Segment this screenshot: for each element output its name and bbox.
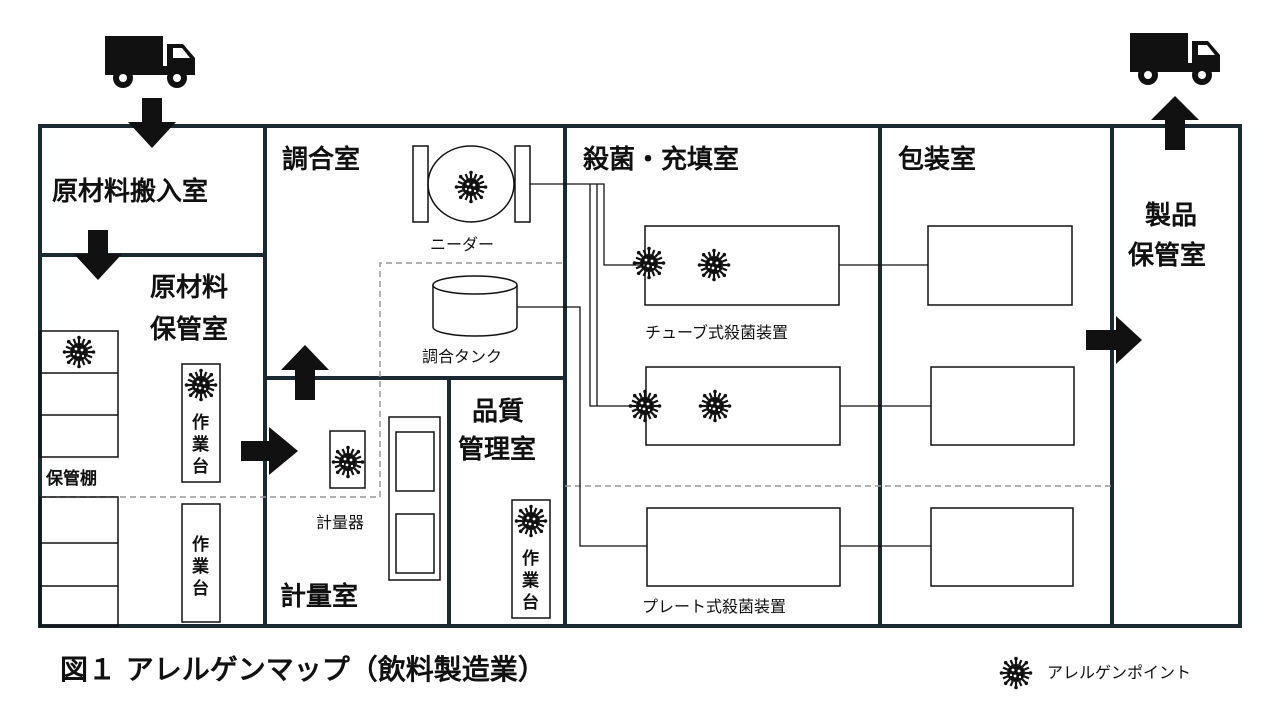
work-bench [511,499,551,619]
weighing-table [388,416,441,581]
interior-walls [40,126,1114,626]
allergen-virus-icon [453,169,489,205]
zone-boundary-dashed [40,262,1112,498]
storage-shelf [39,330,119,627]
allergen-virus-icon [697,388,733,424]
arrow-down-icon [128,98,176,148]
room-raw-storage-line2: 保管室 [149,314,228,345]
arrow-right-icon [241,427,298,475]
room-raw-storage-line1: 原材料 [150,273,228,303]
room-product-line1: 製品 [1145,201,1197,231]
legend-allergen-icon [998,655,1034,691]
tube-sterilizer [644,225,840,306]
work-bench [181,363,221,483]
bench-char: 台 [522,592,539,613]
room-qc-line2: 管理室 [458,434,536,465]
kneader-label: ニーダー [430,235,494,254]
allergen-virus-icon [183,367,219,403]
arrow-down-icon [74,230,122,280]
arrow-up-icon [1151,96,1199,150]
room-packaging: 包装室 [898,144,976,175]
bench-char: 作 [522,548,539,569]
bench-char: 台 [192,456,209,477]
allergen-virus-icon [61,334,97,370]
room-blending: 調合室 [282,144,360,175]
allergen-virus-icon [330,444,366,480]
room-raw-receiving: 原材料搬入室 [52,176,208,207]
sterilizer-unit [645,366,841,446]
scale-device [329,430,366,489]
pipelines [517,183,931,547]
bench-char: 業 [192,556,209,577]
allergen-virus-icon [513,503,549,539]
plate-sterilizer-label: プレート式殺菌装置 [642,597,786,616]
truck-out-icon [1130,33,1220,85]
arrow-right-icon [1086,316,1142,364]
room-weighing: 計量室 [280,581,358,612]
allergen-virus-icon [696,247,732,283]
bench-char: 作 [192,534,209,555]
room-qc-line1: 品質 [472,397,524,427]
blending-tank [432,275,518,337]
scale-label: 計量器 [316,513,364,532]
tank-label: 調合タンク [422,347,502,366]
truck-in-icon [105,36,195,88]
legend-label: アレルゲンポイント [1047,663,1191,682]
tube-sterilizer-label: チューブ式殺菌装置 [645,323,788,342]
plate-sterilizer [646,507,841,587]
room-product-line2: 保管室 [1127,240,1206,271]
shelf-label: 保管棚 [45,468,97,489]
bench-char: 業 [522,570,539,591]
bench-char: 業 [192,434,209,455]
bench-char: 作 [192,412,209,433]
allergen-virus-icon [631,245,667,281]
packaging-machines [927,225,1075,587]
figure-caption: 図１ アレルゲンマップ（飲料製造業） [60,653,546,686]
room-sterilize-fill: 殺菌・充填室 [583,144,739,175]
bench-char: 台 [192,578,209,599]
arrow-up-icon [281,345,329,400]
work-bench [181,503,221,623]
